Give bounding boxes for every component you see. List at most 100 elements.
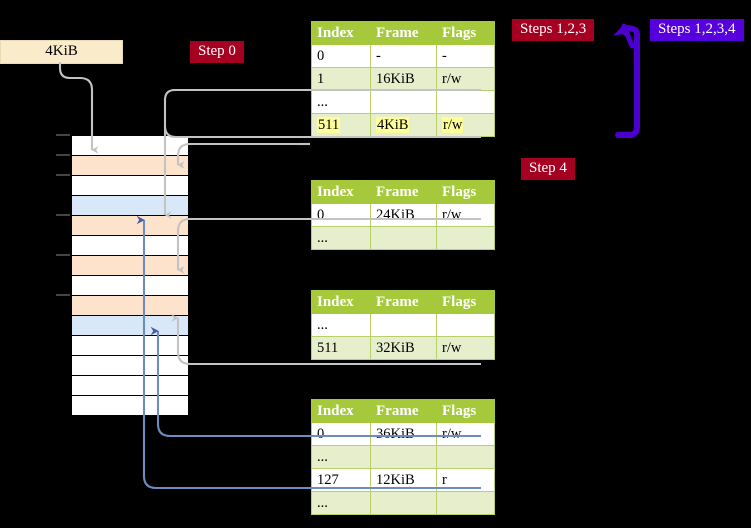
table-row: ... (311, 491, 495, 515)
cell-index: 0 (311, 422, 371, 446)
memory-tick (56, 254, 70, 256)
cell-frame: - (370, 44, 437, 68)
cell-frame (370, 90, 437, 114)
column-header-frame: Frame (370, 180, 437, 204)
cell-index: 511 (311, 113, 371, 137)
column-header-flags: Flags (436, 180, 495, 204)
cell-flags (436, 445, 495, 469)
table-row: ... (311, 445, 495, 469)
cell-frame: 12KiB (370, 468, 437, 492)
column-header-frame: Frame (370, 399, 437, 423)
cell-flags: r/w (436, 422, 495, 446)
column-header-index: Index (311, 21, 371, 45)
badge-step-0-label: Step 0 (198, 43, 236, 59)
memory-row (72, 236, 188, 256)
cell-index: ... (311, 445, 371, 469)
cell-flags (436, 226, 495, 250)
cell-frame: 32KiB (370, 336, 437, 360)
memory-tick (56, 214, 70, 216)
memory-row (72, 276, 188, 296)
badge-step-4: Step 4 (521, 158, 575, 180)
memory-tick (56, 294, 70, 296)
memory-tick (56, 174, 70, 176)
cell-flags: r/w (436, 67, 495, 91)
cell-index: 511 (311, 336, 371, 360)
purple-bracket-arrow (613, 23, 640, 138)
cell-frame (370, 226, 437, 250)
memory-row (72, 216, 188, 236)
cell-flags: r (436, 468, 495, 492)
cell-index: ... (311, 226, 371, 250)
cell-index: 1 (311, 67, 371, 91)
memory-row (72, 196, 188, 216)
cell-flags (436, 90, 495, 114)
badge-steps-1234-label: Steps 1,2,3,4 (658, 21, 736, 37)
table-row: ... (311, 313, 495, 337)
cell-flags: r/w (436, 113, 495, 137)
cell-index: 0 (311, 44, 371, 68)
column-header-frame: Frame (370, 290, 437, 314)
cell-flags: r/w (436, 336, 495, 360)
physical-memory-bar (70, 134, 190, 416)
cell-frame (370, 445, 437, 469)
cell-frame: 36KiB (370, 422, 437, 446)
cell-frame: 16KiB (370, 67, 437, 91)
cell-frame: 24KiB (370, 203, 437, 227)
column-header-index: Index (311, 290, 371, 314)
memory-row (72, 176, 188, 196)
frame-size-label: 4KiB (45, 43, 78, 59)
cell-index: ... (311, 313, 371, 337)
memory-row (72, 156, 188, 176)
cell-flags (436, 313, 495, 337)
badge-steps-123-label: Steps 1,2,3 (520, 21, 587, 37)
cell-flags: r/w (436, 203, 495, 227)
column-header-frame: Frame (370, 21, 437, 45)
cell-frame: 4KiB (370, 113, 437, 137)
memory-row (72, 396, 188, 416)
cell-index: ... (311, 491, 371, 515)
cell-frame (370, 491, 437, 515)
memory-row (72, 136, 188, 156)
badge-step-0: Step 0 (190, 41, 244, 63)
memory-tick (56, 154, 70, 156)
cell-index: 0 (311, 203, 371, 227)
table-row: 0-- (311, 44, 495, 68)
column-header-index: Index (311, 180, 371, 204)
memory-row (72, 336, 188, 356)
cell-index: ... (311, 90, 371, 114)
memory-tick (56, 134, 70, 136)
table-row: ... (311, 226, 495, 250)
badge-steps-1234: Steps 1,2,3,4 (650, 19, 744, 41)
cell-index: 127 (311, 468, 371, 492)
cell-frame (370, 313, 437, 337)
column-header-index: Index (311, 399, 371, 423)
column-header-flags: Flags (436, 290, 495, 314)
cell-flags (436, 491, 495, 515)
memory-row (72, 296, 188, 316)
memory-row (72, 376, 188, 396)
frame-size-box: 4KiB (0, 40, 123, 64)
table-row: ... (311, 90, 495, 114)
column-header-flags: Flags (436, 399, 495, 423)
badge-step-4-label: Step 4 (529, 160, 567, 176)
column-header-flags: Flags (436, 21, 495, 45)
badge-steps-123: Steps 1,2,3 (512, 19, 595, 41)
memory-row (72, 256, 188, 276)
memory-row (72, 356, 188, 376)
memory-row (72, 316, 188, 336)
